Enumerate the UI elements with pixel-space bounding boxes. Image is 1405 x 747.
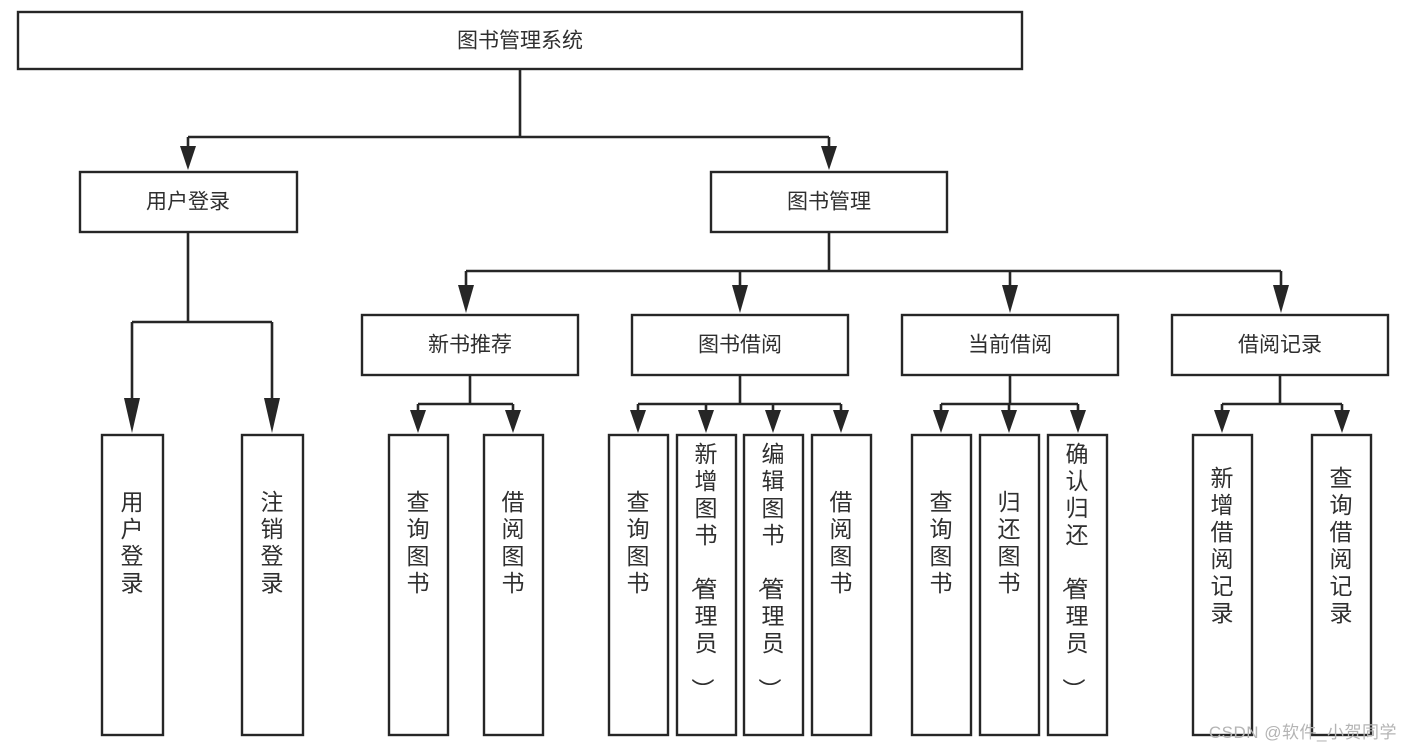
node-leaf-edit-book[interactable]: 编辑图书（管理员）: [742, 433, 805, 737]
node-leaf-add-book[interactable]: 新增图书（管理员）: [675, 433, 738, 737]
arrow-to-new-book-recommend: [458, 285, 474, 313]
arrow-to-user-login: [180, 146, 196, 170]
node-borrow-record[interactable]: 借阅记录: [1170, 313, 1390, 377]
arrow-to-book-management: [821, 146, 837, 170]
node-book-borrow[interactable]: 图书借阅: [630, 313, 850, 377]
node-user-login[interactable]: 用户登录: [78, 170, 299, 234]
node-leaf-query-book-2-label: 查询图书: [627, 489, 650, 596]
node-current-borrow-label: 当前借阅: [968, 334, 1052, 357]
node-borrow-record-box[interactable]: [1170, 313, 1390, 377]
arrow-leaf-borrow-book-2: [833, 410, 849, 433]
node-user-login-box[interactable]: [78, 170, 299, 234]
node-leaf-edit-book-label: 编辑图书（管理员）: [757, 441, 785, 701]
arrow-to-current-borrow: [1002, 285, 1018, 313]
node-leaf-borrow-book-1-box[interactable]: [482, 433, 545, 737]
arrow-leaf-query-book-1: [410, 410, 426, 433]
node-leaf-query-book-3-box[interactable]: [910, 433, 973, 737]
arrow-to-borrow-record: [1273, 285, 1289, 313]
node-leaf-confirm-return[interactable]: 确认归还（管理员）: [1046, 433, 1109, 737]
node-leaf-query-record-box[interactable]: [1310, 433, 1373, 737]
node-leaf-add-record-box[interactable]: [1191, 433, 1254, 737]
node-leaf-query-book-1[interactable]: 查询图书: [387, 433, 450, 737]
node-book-management[interactable]: 图书管理: [709, 170, 949, 234]
node-leaf-edit-book-box[interactable]: [742, 433, 805, 737]
node-root-label: 图书管理系统: [457, 30, 583, 53]
node-book-management-box[interactable]: [709, 170, 949, 234]
node-leaf-query-book-3[interactable]: 查询图书: [910, 433, 973, 737]
arrow-leaf-add-book: [698, 410, 714, 433]
arrow-leaf-return-book: [1001, 410, 1017, 433]
node-leaf-query-book-3-label: 查询图书: [930, 489, 953, 596]
node-book-borrow-label: 图书借阅: [698, 334, 782, 357]
node-leaf-user-logout[interactable]: 注销登录: [240, 433, 305, 737]
node-leaf-user-logout-box[interactable]: [240, 433, 305, 737]
arrow-leaf-user-login: [124, 398, 140, 433]
node-leaf-borrow-book-1[interactable]: 借阅图书: [482, 433, 545, 737]
node-user-login-label: 用户登录: [146, 191, 230, 214]
node-leaf-confirm-return-box[interactable]: [1046, 433, 1109, 737]
node-borrow-record-label: 借阅记录: [1238, 334, 1322, 357]
node-leaf-borrow-book-2-box[interactable]: [810, 433, 873, 737]
node-leaf-query-book-1-label: 查询图书: [407, 489, 430, 596]
node-leaf-user-logout-label: 注销登录: [261, 489, 284, 596]
arrow-leaf-user-logout: [264, 398, 280, 433]
node-leaf-borrow-book-1-label: 借阅图书: [502, 489, 525, 596]
node-leaf-add-book-label: 新增图书（管理员）: [690, 441, 718, 701]
arrow-leaf-edit-book: [765, 410, 781, 433]
node-leaf-borrow-book-2[interactable]: 借阅图书: [810, 433, 873, 737]
arrow-leaf-query-book-3: [933, 410, 949, 433]
connectors: [124, 69, 1350, 433]
arrow-leaf-borrow-book-1: [505, 410, 521, 433]
arrow-leaf-query-book-2: [630, 410, 646, 433]
node-current-borrow[interactable]: 当前借阅: [900, 313, 1120, 377]
node-new-book-recommend[interactable]: 新书推荐: [360, 313, 580, 377]
node-leaf-return-book-box[interactable]: [978, 433, 1041, 737]
node-current-borrow-box[interactable]: [900, 313, 1120, 377]
node-new-book-recommend-box[interactable]: [360, 313, 580, 377]
node-leaf-query-record-label: 查询借阅记录: [1330, 465, 1353, 626]
node-leaf-query-book-1-box[interactable]: [387, 433, 450, 737]
node-leaf-user-login-label: 用户登录: [121, 489, 144, 596]
node-leaf-query-book-2-box[interactable]: [607, 433, 670, 737]
node-leaf-user-login[interactable]: 用户登录: [100, 433, 165, 737]
arrow-leaf-add-record: [1214, 410, 1230, 433]
node-leaf-borrow-book-2-label: 借阅图书: [830, 489, 853, 596]
node-leaf-return-book-label: 归还图书: [998, 489, 1021, 596]
node-leaf-user-login-box[interactable]: [100, 433, 165, 737]
node-leaf-query-book-2[interactable]: 查询图书: [607, 433, 670, 737]
node-book-management-label: 图书管理: [787, 191, 871, 214]
arrow-leaf-confirm-return: [1070, 410, 1086, 433]
node-leaf-add-record-label: 新增借阅记录: [1211, 465, 1234, 626]
node-root-system[interactable]: 图书管理系统: [16, 10, 1024, 71]
node-leaf-add-book-box[interactable]: [675, 433, 738, 737]
node-leaf-confirm-return-label: 确认归还（管理员）: [1061, 441, 1089, 701]
node-root-box[interactable]: [16, 10, 1024, 71]
node-leaf-return-book[interactable]: 归还图书: [978, 433, 1041, 737]
node-book-borrow-box[interactable]: [630, 313, 850, 377]
node-leaf-add-record[interactable]: 新增借阅记录: [1191, 433, 1254, 737]
node-new-book-recommend-label: 新书推荐: [428, 334, 512, 357]
arrow-to-book-borrow: [732, 285, 748, 313]
arrow-leaf-query-record: [1334, 410, 1350, 433]
node-leaf-query-record[interactable]: 查询借阅记录: [1310, 433, 1373, 737]
